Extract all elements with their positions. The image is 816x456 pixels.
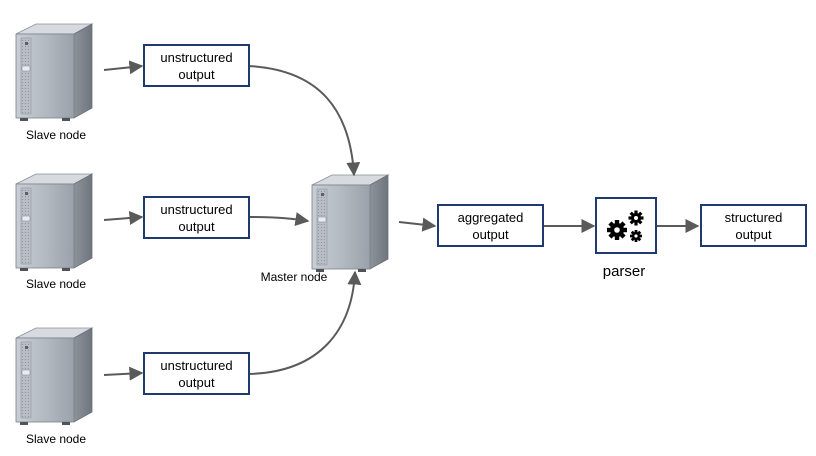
box-line-1: structured — [725, 210, 783, 225]
arrow-slave1-to-output1 — [103, 60, 144, 75]
arrow-master-to-aggregated — [398, 217, 437, 232]
box-line-1: unstructured — [160, 202, 232, 217]
box-line-2: output — [178, 67, 215, 82]
arrow-output1-to-master — [248, 65, 361, 177]
unstructured-output-box-1: unstructured output — [143, 44, 250, 87]
slave-node-3: Slave node — [15, 327, 93, 446]
unstructured-output-box-3: unstructured output — [143, 352, 250, 395]
gears-icon — [607, 210, 644, 242]
server-icon — [15, 23, 93, 122]
master-node-label: Master node — [261, 270, 328, 284]
slave-node-label: Slave node — [26, 432, 86, 446]
unstructured-output-box-2: unstructured output — [143, 196, 250, 239]
slave-node-2: Slave node — [15, 173, 93, 291]
parser-label: parser — [603, 263, 646, 280]
box-line-1: unstructured — [160, 50, 232, 65]
box-line-1: unstructured — [160, 358, 232, 373]
arrow-slave3-to-output3 — [103, 366, 144, 381]
box-line-1: aggregated — [458, 210, 524, 225]
arrow-output3-to-master — [248, 270, 362, 375]
slave-node-1: Slave node — [15, 23, 93, 142]
slave-node-label: Slave node — [26, 277, 86, 291]
box-line-2: output — [178, 219, 215, 234]
aggregated-output-box: aggregated output — [437, 204, 544, 247]
server-icon — [15, 327, 93, 426]
arrow-slave2-to-output2 — [103, 211, 144, 225]
parser-node: parser — [595, 197, 657, 280]
server-icon — [311, 174, 389, 273]
box-line-2: output — [472, 227, 509, 242]
box-line-2: output — [178, 375, 215, 390]
master-node: Master node — [261, 174, 389, 284]
arrow-output2-to-master — [248, 212, 310, 227]
box-line-2: output — [735, 227, 772, 242]
server-icon — [15, 173, 93, 272]
structured-output-box: structured output — [700, 204, 807, 247]
slave-node-label: Slave node — [26, 128, 86, 142]
